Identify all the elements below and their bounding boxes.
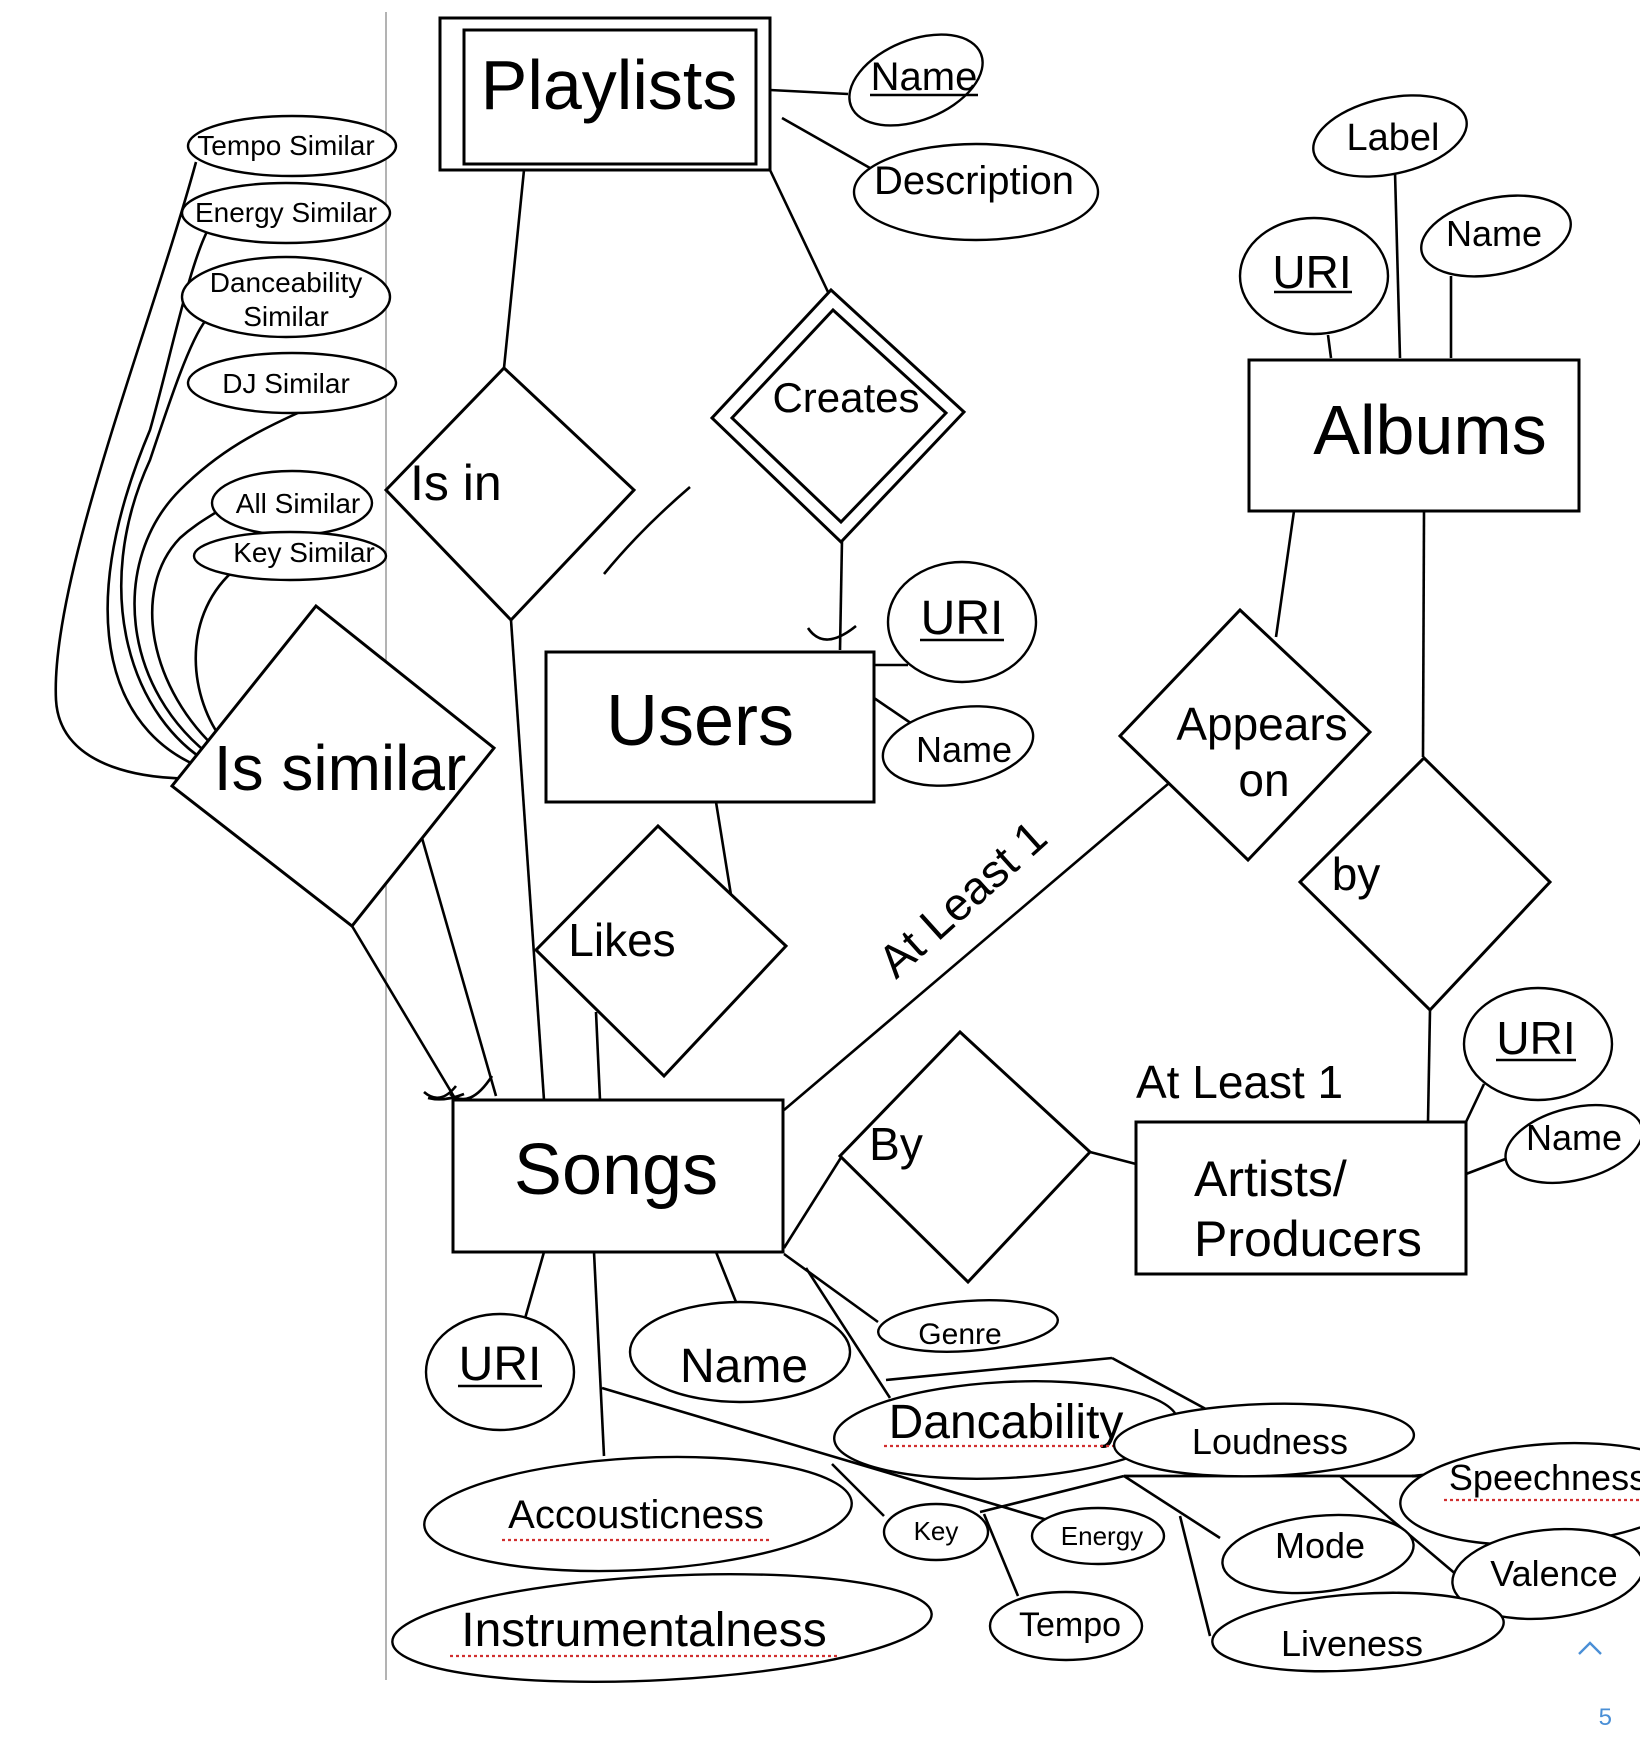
relationship-song-by: By [837,1029,1093,1285]
entity-artists-label-line2: Producers [1194,1211,1422,1267]
attr-song-dancability: Dancability [833,1380,1179,1480]
attr-dj-similar: DJ Similar [186,351,398,415]
relationship-song-by-label: By [869,1118,923,1170]
attr-song-tempo: Tempo [988,1590,1144,1662]
attr-album-uri-label: URI [1272,246,1351,298]
relationship-appears-on-line1: Appears [1176,698,1347,750]
attr-song-energy-label: Energy [1061,1521,1143,1551]
entity-artists-producers: Artists/ Producers [1134,1120,1468,1276]
attr-danceability-similar-line1: Danceability [210,267,363,298]
entity-albums: Albums [1247,358,1581,513]
attr-song-tempo-label: Tempo [1019,1606,1121,1644]
attr-song-dancability-label: Dancability [889,1396,1124,1449]
attr-playlist-description-label: Description [874,159,1074,203]
attr-artist-name: Name [1504,1103,1640,1185]
attr-song-accousticness-label: Accousticness [508,1493,764,1537]
cardinality-artist: At Least 1 [1136,1056,1343,1108]
relationship-album-by: by [1297,755,1553,1013]
attr-user-name-label: Name [916,729,1012,770]
attr-key-similar: Key Similar [192,530,388,582]
attr-song-name-label: Name [680,1340,808,1393]
attr-song-valence: Valence [1451,1527,1640,1621]
relationship-creates-label: Creates [772,374,919,421]
entity-users-label: Users [606,681,794,761]
attr-song-liveness-label: Liveness [1281,1623,1423,1664]
relationship-appears-on: Appears on [1117,607,1373,863]
attr-song-mode: Mode [1221,1513,1415,1595]
relationship-is-similar-label: Is similar [214,732,466,804]
attr-song-energy: Energy [1030,1506,1166,1566]
attr-user-uri: URI [886,560,1038,684]
attr-playlist-description: Description [852,142,1100,242]
attr-song-loudness-label: Loudness [1192,1421,1348,1462]
attr-tempo-similar: Tempo Similar [186,114,398,178]
attr-tempo-similar-label: Tempo Similar [197,130,374,161]
relationship-appears-on-line2: on [1238,754,1289,806]
attr-key-similar-label: Key Similar [233,537,375,568]
attr-song-valence-label: Valence [1490,1553,1617,1594]
attr-energy-similar: Energy Similar [180,181,392,245]
attr-playlist-name: Name [848,33,984,127]
relationship-likes-label: Likes [568,914,675,966]
relationship-likes: Likes [533,823,789,1079]
relationship-creates: Creates [709,287,967,545]
attr-song-key: Key [882,1502,990,1562]
attr-song-genre: Genre [877,1299,1059,1353]
attr-playlist-name-label: Name [871,55,978,99]
attr-song-key-label: Key [914,1516,959,1546]
attr-song-speechness-label: Speechness [1449,1457,1640,1498]
entity-songs: Songs [451,1098,785,1254]
attr-all-similar: All Similar [210,469,374,537]
entity-albums-label: Albums [1313,391,1546,469]
entity-songs-label: Songs [514,1130,718,1210]
attr-song-uri-label: URI [459,1338,542,1391]
relationship-is-similar: Is similar [169,603,497,929]
attr-album-label-text: Label [1347,117,1440,159]
attr-song-instrumentalness-label: Instrumentalness [461,1604,827,1657]
attr-album-uri: URI [1238,216,1390,336]
attr-song-liveness: Liveness [1211,1591,1505,1673]
scroll-up-chevron-icon[interactable] [1575,1634,1605,1664]
attr-dj-similar-label: DJ Similar [222,368,350,399]
attr-album-label: Label [1312,94,1468,178]
entity-playlists-label: Playlists [481,46,738,124]
attr-album-name-label: Name [1446,213,1542,254]
cardinality-appears-on: At Least 1 [868,810,1057,987]
attr-song-genre-label: Genre [918,1318,1001,1351]
entity-playlists: Playlists [438,16,772,172]
relationship-album-by-label: by [1332,848,1381,900]
attr-song-mode-label: Mode [1275,1525,1365,1566]
attr-artist-name-label: Name [1526,1117,1622,1158]
attr-danceability-similar: Danceability Similar [180,255,392,339]
attr-song-accousticness: Accousticness [423,1455,853,1573]
entity-users: Users [544,650,876,804]
attr-song-loudness: Loudness [1112,1402,1416,1478]
relationship-is-in: Is in [383,365,637,623]
attr-energy-similar-label: Energy Similar [195,197,377,228]
connector-lines [54,88,1509,1637]
attr-danceability-similar-line2: Similar [243,301,329,332]
entity-artists-label-line1: Artists/ [1194,1151,1347,1207]
relationship-is-in-label: Is in [410,455,502,511]
attr-song-instrumentalness: Instrumentalness [391,1572,933,1684]
page-number: 5 [1598,1704,1612,1731]
attr-artist-uri-label: URI [1496,1012,1575,1064]
attr-song-speechness: Speechness [1399,1441,1640,1547]
attr-artist-uri: URI [1462,986,1614,1102]
attr-album-name: Name [1420,194,1572,278]
attr-all-similar-label: All Similar [236,488,360,519]
attr-user-name: Name [881,705,1035,787]
attr-song-uri: URI [424,1312,576,1432]
attr-song-name: Name [628,1300,852,1404]
attr-user-uri-label: URI [921,592,1004,645]
